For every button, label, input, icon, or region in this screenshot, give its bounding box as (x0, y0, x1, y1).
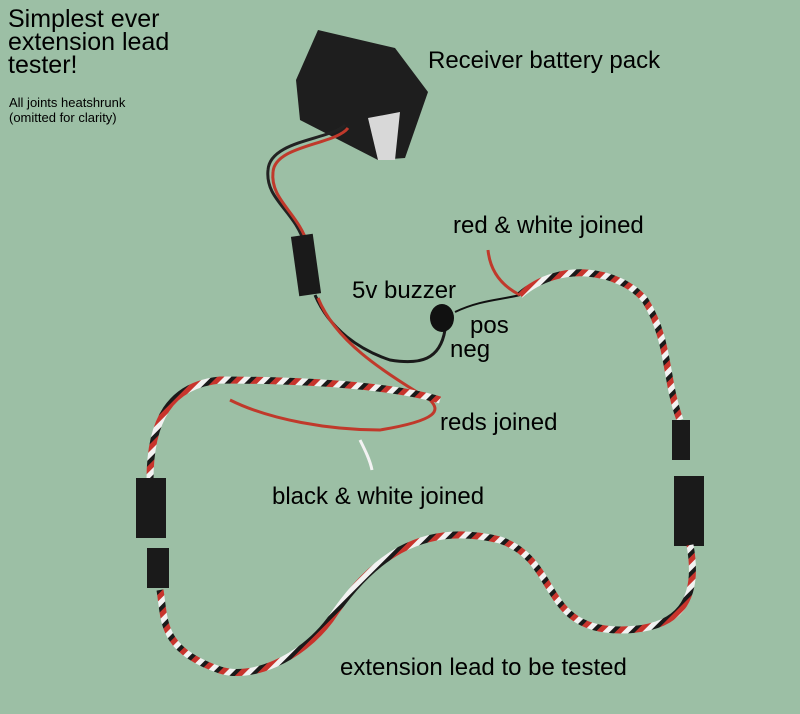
label-pos: pos (470, 312, 509, 339)
buzzer (430, 249, 521, 332)
tester-lead (146, 269, 684, 481)
connectors (136, 420, 704, 588)
label-neg: neg (450, 336, 491, 363)
label-extension: extension lead to be tested (340, 654, 627, 681)
label-red-white: red & white joined (453, 212, 644, 239)
label-reds: reds joined (440, 409, 558, 436)
extension-lead (156, 531, 696, 677)
title-text: Simplest ever extension lead tester! (8, 5, 170, 79)
label-black-white: black & white joined (272, 483, 485, 510)
note-text: All joints heatshrunk (omitted for clari… (9, 95, 126, 125)
battery-pack (296, 30, 428, 160)
label-battery: Receiver battery pack (428, 47, 661, 74)
label-buzzer: 5v buzzer (352, 277, 457, 304)
battery-lead (229, 123, 447, 432)
